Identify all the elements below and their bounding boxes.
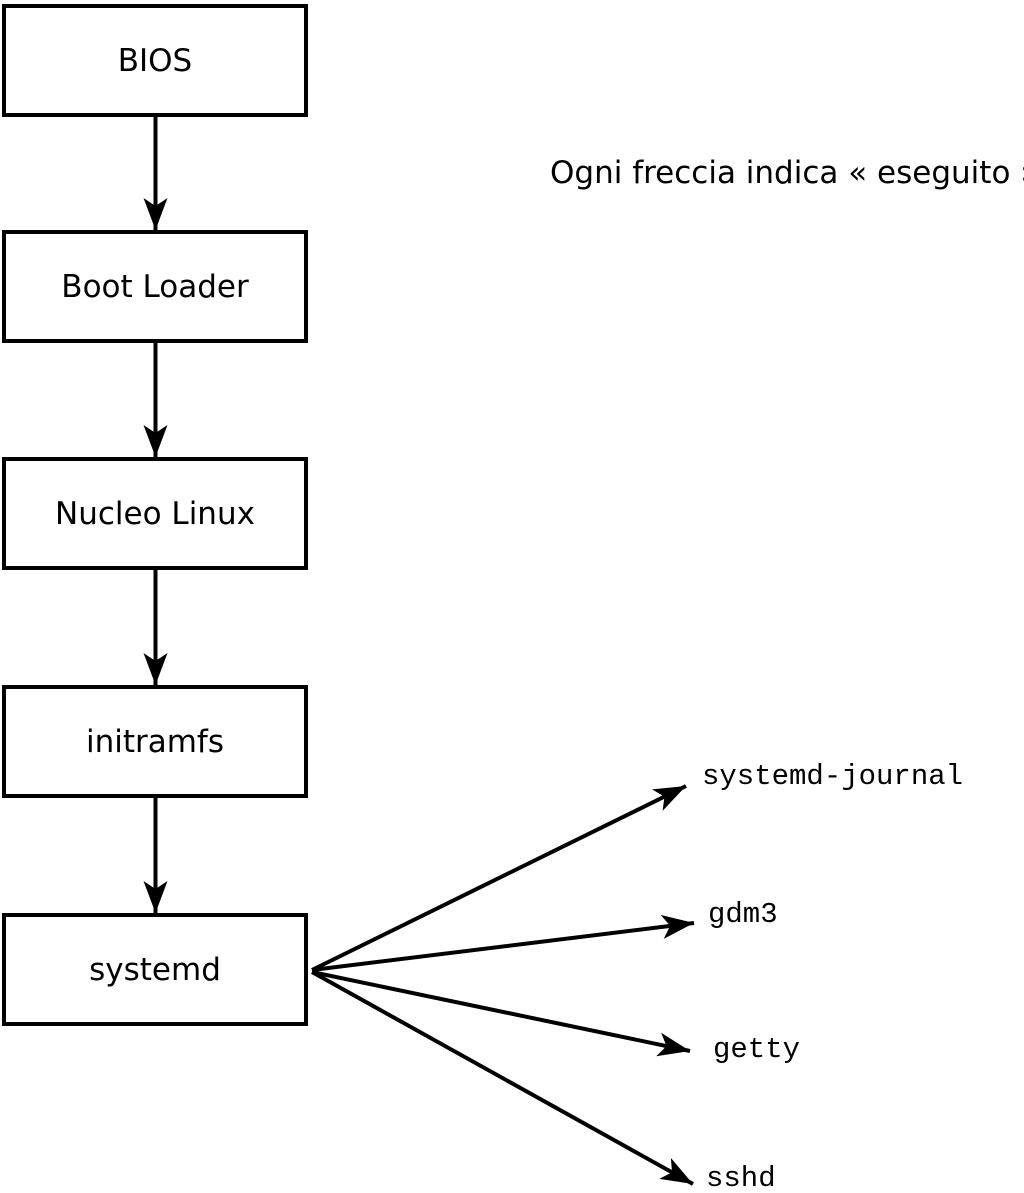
box-systemd: systemd [2, 913, 308, 1026]
box-initramfs: initramfs [2, 685, 308, 798]
arrow-systemd-to-sshd [311, 970, 694, 1186]
box-nucleo-linux: Nucleo Linux [2, 457, 308, 570]
arrow-systemd-to-gdm3 [311, 914, 695, 972]
service-label-getty: getty [713, 1033, 801, 1066]
box-label: initramfs [85, 723, 225, 760]
service-label-gdm3: gdm3 [708, 898, 778, 931]
legend-caption: Ogni freccia indica « eseguito ». [550, 155, 1024, 191]
box-bios: BIOS [2, 4, 308, 117]
service-label-sshd: sshd [706, 1162, 776, 1193]
box-label: BIOS [117, 42, 193, 79]
box-label: Nucleo Linux [55, 495, 255, 532]
service-label-systemd-journal: systemd-journal [702, 760, 964, 793]
box-boot-loader: Boot Loader [2, 230, 308, 343]
arrow-systemd-to-journal [311, 784, 687, 972]
box-label: systemd [89, 951, 221, 988]
arrow-systemd-to-getty [311, 970, 691, 1057]
box-label: Boot Loader [61, 268, 249, 305]
